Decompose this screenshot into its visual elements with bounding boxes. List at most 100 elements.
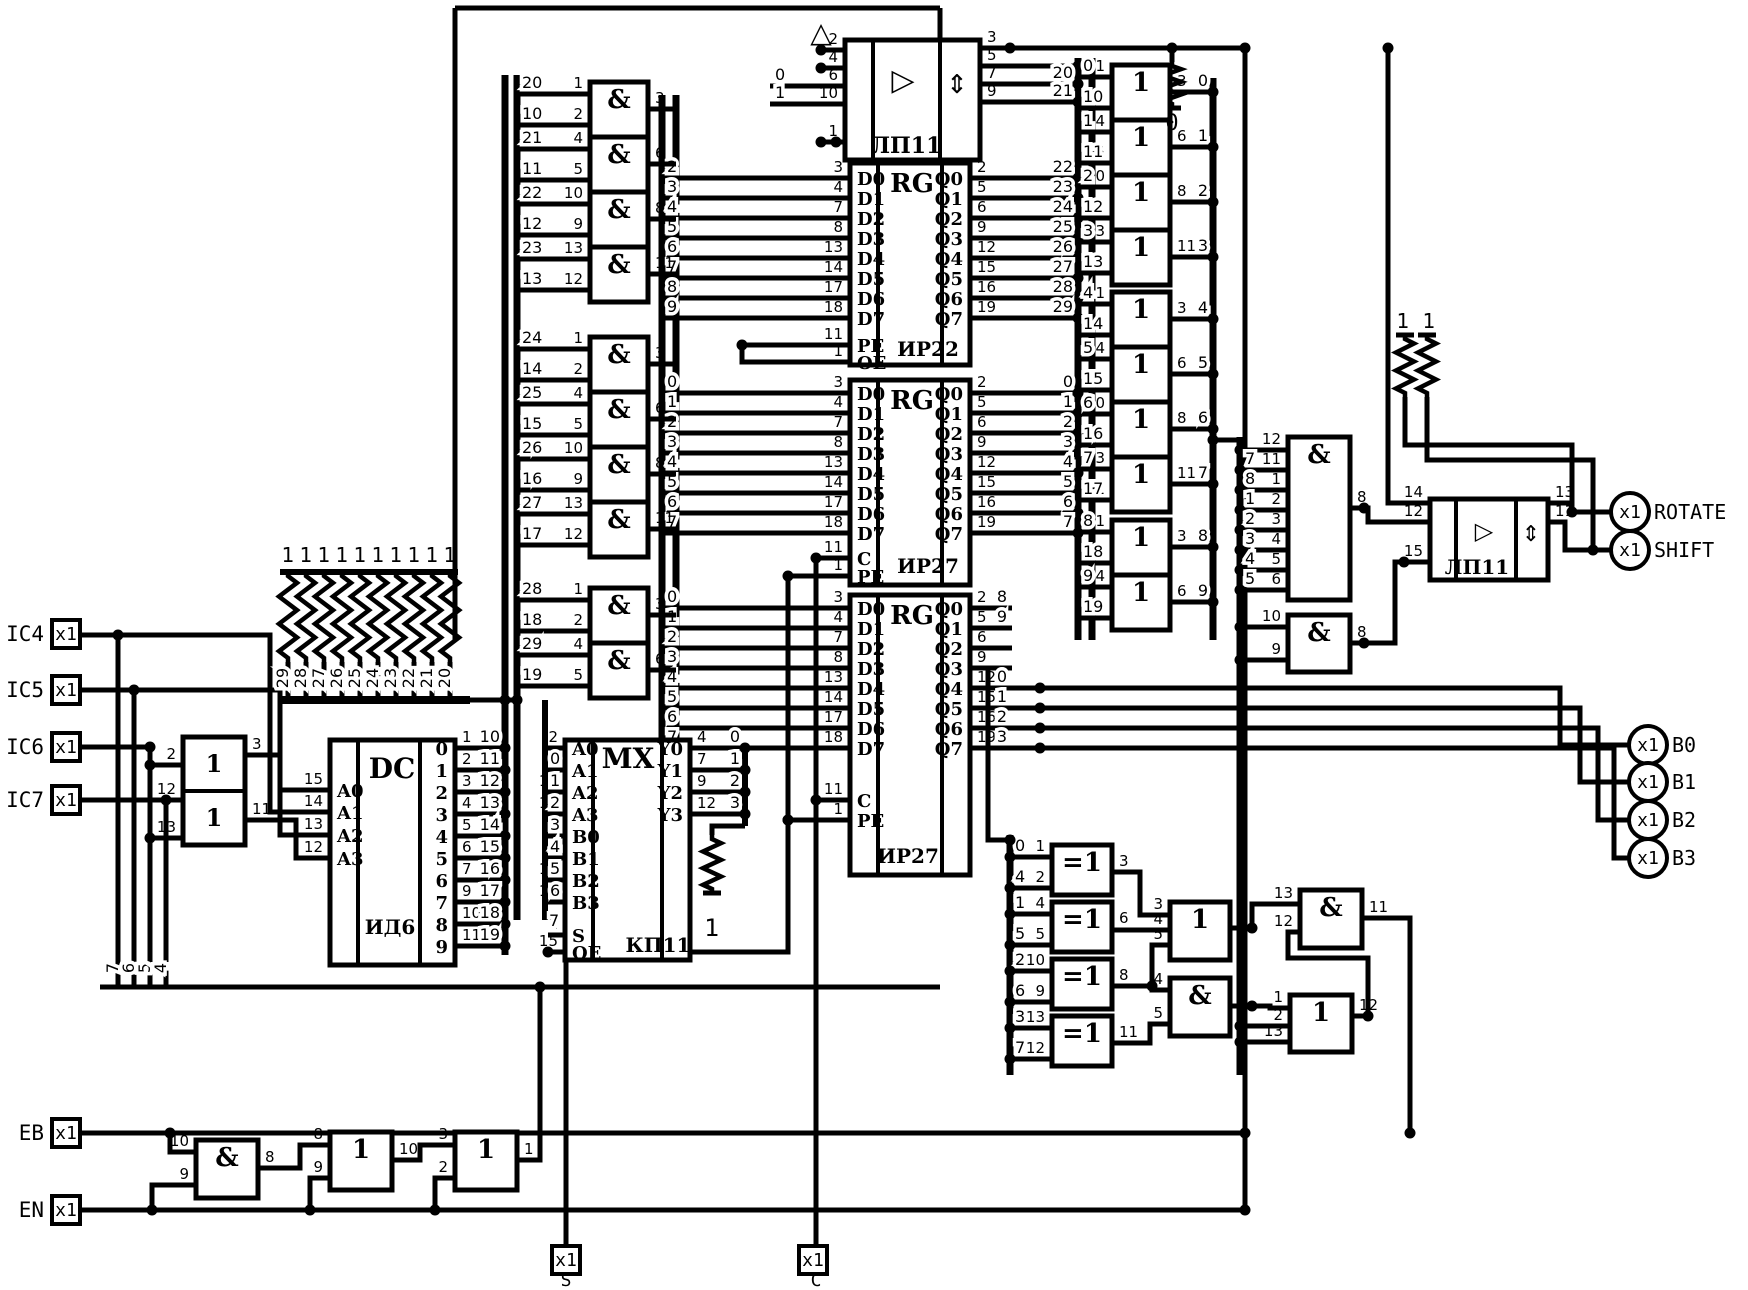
block-ir27b-bus-tap: 3	[997, 727, 1007, 746]
block-lp11-top	[842, 37, 983, 163]
gate-and-l2-pin-number: 5	[573, 160, 583, 178]
terminal-b2-label: B2	[1672, 808, 1696, 832]
block-ir27a-pin-number: 16	[977, 493, 996, 511]
junction-dot	[1234, 584, 1246, 596]
gate-and-big	[1285, 434, 1353, 603]
block-dc-id6-bus-tap: 14	[480, 815, 500, 834]
annotation: 1	[704, 914, 719, 942]
terminal-ic5-label: IC5	[6, 678, 44, 702]
annotation: 4	[151, 963, 170, 973]
block-ir27a-pin-number: 11	[824, 538, 843, 556]
block-ir27a-port-label: Q2	[935, 424, 963, 445]
gate-and-l8-pin-number: 12	[564, 525, 583, 543]
junction-dot	[1207, 434, 1219, 446]
block-dc-id6-pin-number: 14	[304, 792, 323, 810]
block-ir27b-port-label: Q0	[935, 599, 963, 620]
gate-or-r7-pin-number: 10	[1086, 394, 1105, 412]
terminal-c-x1: x1	[802, 1250, 824, 1271]
gate-or-r3-pin-number: 10	[1086, 167, 1105, 185]
block-mx-kp11-pin-number: 9	[697, 772, 707, 790]
wire	[134, 687, 316, 793]
gate-or-r9-pin-number: 3	[1177, 527, 1187, 545]
annotation: 0	[1165, 111, 1178, 136]
terminal-ic4	[50, 618, 82, 650]
block-ir22-port-label: PE	[857, 336, 884, 357]
gate-and-h4	[1297, 887, 1365, 951]
terminal-rotate-label: ROTATE	[1654, 500, 1726, 524]
terminal-ic7	[50, 784, 82, 816]
gate-or-r7-bus-tap: 16	[1083, 424, 1103, 443]
block-ir27b-pin-number: 7	[833, 628, 843, 646]
junction-dot	[1398, 556, 1410, 568]
gate-and-l10	[587, 640, 651, 701]
block-mx-kp11-bus-tap: 3	[550, 815, 560, 834]
terminal-b3-x1: x1	[1637, 848, 1659, 869]
junction-dot	[144, 741, 156, 753]
terminal-ic6-label: IC6	[6, 735, 44, 759]
wire	[167, 1133, 196, 1155]
block-dc-id6-bus-tap: 16	[480, 859, 500, 878]
block-dc-id6-pin-number: 1	[462, 728, 472, 746]
junction-dot	[511, 694, 523, 706]
block-ir22-port-label: Q5	[935, 269, 963, 290]
annotation: 20	[435, 668, 454, 688]
gate-and-l5-pin-number: 3	[655, 344, 665, 362]
wire	[709, 823, 745, 835]
gate-or-r8-bus-tap: 17	[1083, 479, 1103, 498]
gate-or-r1-bus-tap: 10	[1083, 87, 1103, 106]
gate-and-l7-bus-tap: 26	[522, 438, 542, 457]
block-ir27b-pin-number: 4	[833, 608, 843, 626]
block-ir22-bus-tap: 25	[1053, 217, 1073, 236]
block-mx-kp11-bus-tap: 2	[730, 771, 740, 790]
block-ir22-bus-tap: 3	[667, 177, 677, 196]
terminal-en	[50, 1194, 82, 1226]
gate-and-l9	[587, 585, 651, 646]
block-dc-id6-pin-number: 9	[462, 882, 472, 900]
block-mx-kp11-pin-number: 5	[548, 750, 558, 768]
junction-dot	[499, 808, 511, 820]
gate-and-l6-bus-tap: 15	[522, 414, 542, 433]
gate-and-h4-pin-number: 12	[1274, 912, 1293, 930]
annotation: 26	[327, 668, 346, 688]
block-ir27a-port-label: D3	[857, 444, 885, 465]
annotation: 6	[119, 963, 138, 973]
junction-dot	[1358, 502, 1370, 514]
junction-dot	[782, 814, 794, 826]
junction-dot	[739, 786, 751, 798]
block-ir27b-pin-number: 2	[977, 588, 987, 606]
annotation: 27	[309, 668, 328, 688]
gate-and-l3-pin-number: 9	[573, 215, 583, 233]
gate-and-l3-bus-tap: 12	[522, 214, 542, 233]
block-inv-pair-pin-number: 12	[157, 780, 176, 798]
wire	[1285, 929, 1371, 1016]
wire	[1364, 559, 1404, 646]
gate-xor-4-pin-number: 11	[1119, 1023, 1138, 1041]
gate-and-b1-pin-number: 9	[179, 1165, 189, 1183]
gate-or-r4-bus-tap: 13	[1083, 252, 1103, 271]
terminal-eb-x1: x1	[55, 1123, 77, 1144]
junction-dot	[499, 786, 511, 798]
terminal-shift-label: SHIFT	[1654, 538, 1714, 562]
block-ir22-port-label: D4	[857, 249, 885, 270]
block-dc-id6-port-label: 1	[435, 761, 448, 782]
block-dc-id6-pin-number: 6	[462, 838, 472, 856]
annotation: 7	[103, 963, 122, 973]
terminal-eb-label: EB	[19, 1121, 44, 1145]
gate-xor-3-bus-tap: 2	[1015, 950, 1025, 969]
block-ir22-bus-tap: 29	[1053, 297, 1073, 316]
wire	[1382, 915, 1413, 1133]
block-ir27a-bus-tap: 6	[1063, 492, 1073, 511]
gate-xor-1-bus-tap: 0	[1015, 836, 1025, 855]
gate-xor-3	[1049, 956, 1115, 1012]
junction-dot	[499, 852, 511, 864]
block-ir27a-pin-number: 13	[824, 453, 843, 471]
gate-and-l3-symbol: &	[607, 195, 630, 225]
block-ir22-pin-number: 14	[824, 258, 843, 276]
gate-and-small	[1285, 612, 1353, 675]
block-ir22-pin-number: 17	[824, 278, 843, 296]
gate-and-l9-pin-number: 1	[573, 580, 583, 598]
block-ir22-bus-tap: 26	[1053, 237, 1073, 256]
gate-or-r4-symbol: 1	[1132, 233, 1150, 263]
junction-dot	[1072, 172, 1084, 184]
gate-and-big-pin-number: 12	[1262, 430, 1281, 448]
